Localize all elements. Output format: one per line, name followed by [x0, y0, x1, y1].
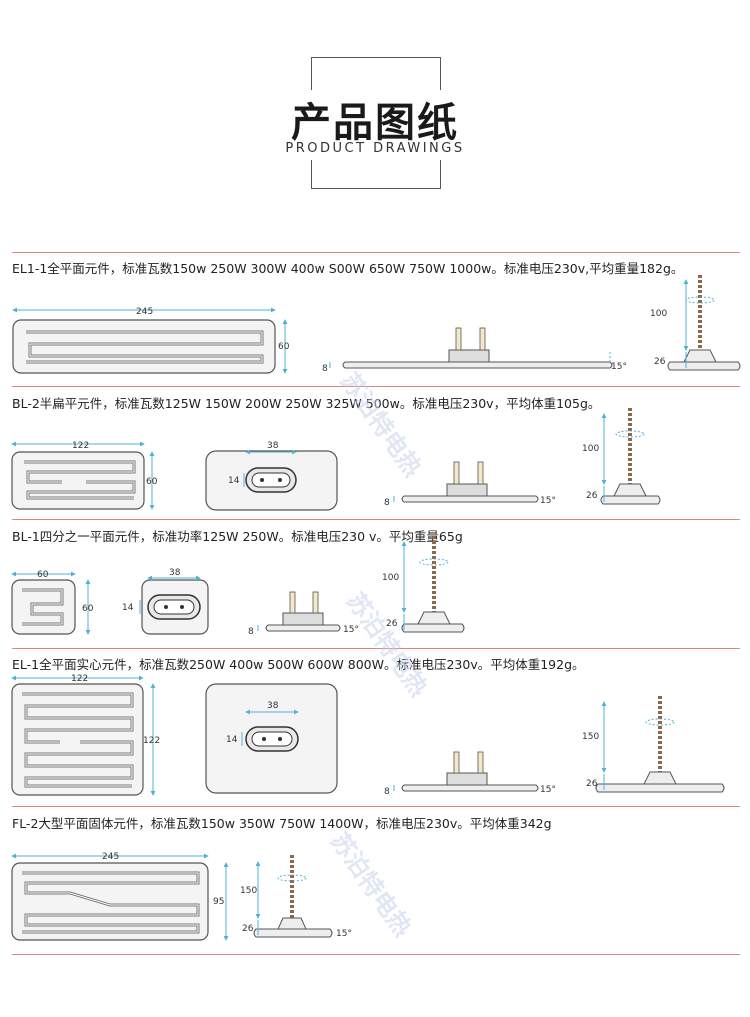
- page-title: 产品图纸: [291, 100, 459, 146]
- dim-angle: 15°: [540, 496, 556, 506]
- dim-thickness: 8: [384, 787, 390, 797]
- el-1-side-view: [393, 751, 539, 792]
- bl-2-front-view: [600, 408, 661, 505]
- dim-base: 26: [654, 357, 666, 367]
- dim-socket-h: 14: [226, 735, 238, 745]
- dim-base: 26: [242, 924, 254, 934]
- watermark: 苏泊特电热: [325, 827, 417, 941]
- section-divider: [12, 806, 740, 807]
- dim-thickness: 8: [248, 627, 254, 637]
- dim-base: 26: [586, 779, 598, 789]
- spec-el-1: EL-1全平面实心元件，标准瓦数250W 400w 500W 600W 800W…: [12, 657, 585, 672]
- dim-length: 122: [71, 674, 88, 684]
- dim-length: 245: [136, 307, 153, 317]
- section-divider: [12, 519, 740, 520]
- dim-angle: 15°: [343, 625, 359, 635]
- dim-stem: 100: [582, 444, 599, 454]
- section-divider: [12, 252, 740, 253]
- el1-1-side-view: [329, 327, 613, 369]
- dim-thickness: 8: [322, 364, 328, 374]
- dim-angle: 15°: [611, 362, 627, 372]
- dim-height: 60: [82, 604, 94, 614]
- dim-angle: 15°: [336, 929, 352, 939]
- dim-length: 122: [72, 441, 89, 451]
- header-mask: [280, 90, 470, 160]
- dim-height: 60: [278, 342, 290, 352]
- dim-thickness: 8: [384, 498, 390, 508]
- el-1-back-view: [205, 683, 338, 794]
- dim-socket-w: 38: [267, 701, 279, 711]
- dim-angle: 15°: [540, 785, 556, 795]
- dim-socket-w: 38: [169, 568, 181, 578]
- bl-1-side-view: [257, 591, 341, 632]
- el1-1-top-view: [12, 307, 288, 374]
- dim-socket-h: 14: [228, 476, 240, 486]
- bl-2-top-view: [11, 441, 155, 510]
- fl-2-front-view: [253, 855, 333, 938]
- dim-height: 95: [213, 897, 224, 907]
- dim-base: 26: [386, 619, 398, 629]
- dim-height: 122: [143, 736, 160, 746]
- dim-socket-w: 38: [267, 441, 279, 451]
- bl-1-back-view: [139, 575, 209, 635]
- dim-length: 245: [102, 852, 119, 862]
- section-divider: [12, 648, 740, 649]
- bl-2-side-view: [393, 461, 539, 503]
- dim-stem: 100: [382, 573, 399, 583]
- section-divider: [12, 954, 740, 955]
- el-1-top-view: [11, 675, 156, 796]
- dim-height: 60: [146, 477, 158, 487]
- dim-stem: 100: [650, 309, 667, 319]
- fl-2-top-view: [11, 853, 229, 941]
- el-1-front-view: [595, 696, 725, 793]
- spec-bl-2: BL-2半扁平元件，标准瓦数125W 150W 200W 250W 325W 5…: [12, 396, 601, 411]
- watermark: 苏泊特电热: [335, 367, 427, 481]
- dim-stem: 150: [582, 732, 599, 742]
- page-subtitle: PRODUCT DRAWINGS: [285, 141, 465, 156]
- dim-socket-h: 14: [122, 603, 134, 613]
- bl-2-back-view: [205, 449, 338, 511]
- bl-1-top-view: [11, 571, 91, 635]
- dim-stem: 150: [240, 886, 257, 896]
- el1-1-front-view: [667, 275, 741, 371]
- spec-fl-2: FL-2大型平面固体元件，标准瓦数150w 350W 750W 1400W，标准…: [12, 816, 552, 831]
- dim-base: 26: [586, 491, 598, 501]
- spec-el1-1: EL1-1全平面元件，标准瓦数150w 250W 300W 400w S00W …: [12, 261, 684, 276]
- watermark: 苏泊特电热: [341, 587, 433, 701]
- dim-length: 60: [37, 570, 49, 580]
- spec-bl-1: BL-1四分之一平面元件，标准功率125W 250W。标准电压230 v。平均重…: [12, 529, 463, 544]
- bl-1-front-view: [401, 536, 465, 633]
- section-divider: [12, 386, 740, 387]
